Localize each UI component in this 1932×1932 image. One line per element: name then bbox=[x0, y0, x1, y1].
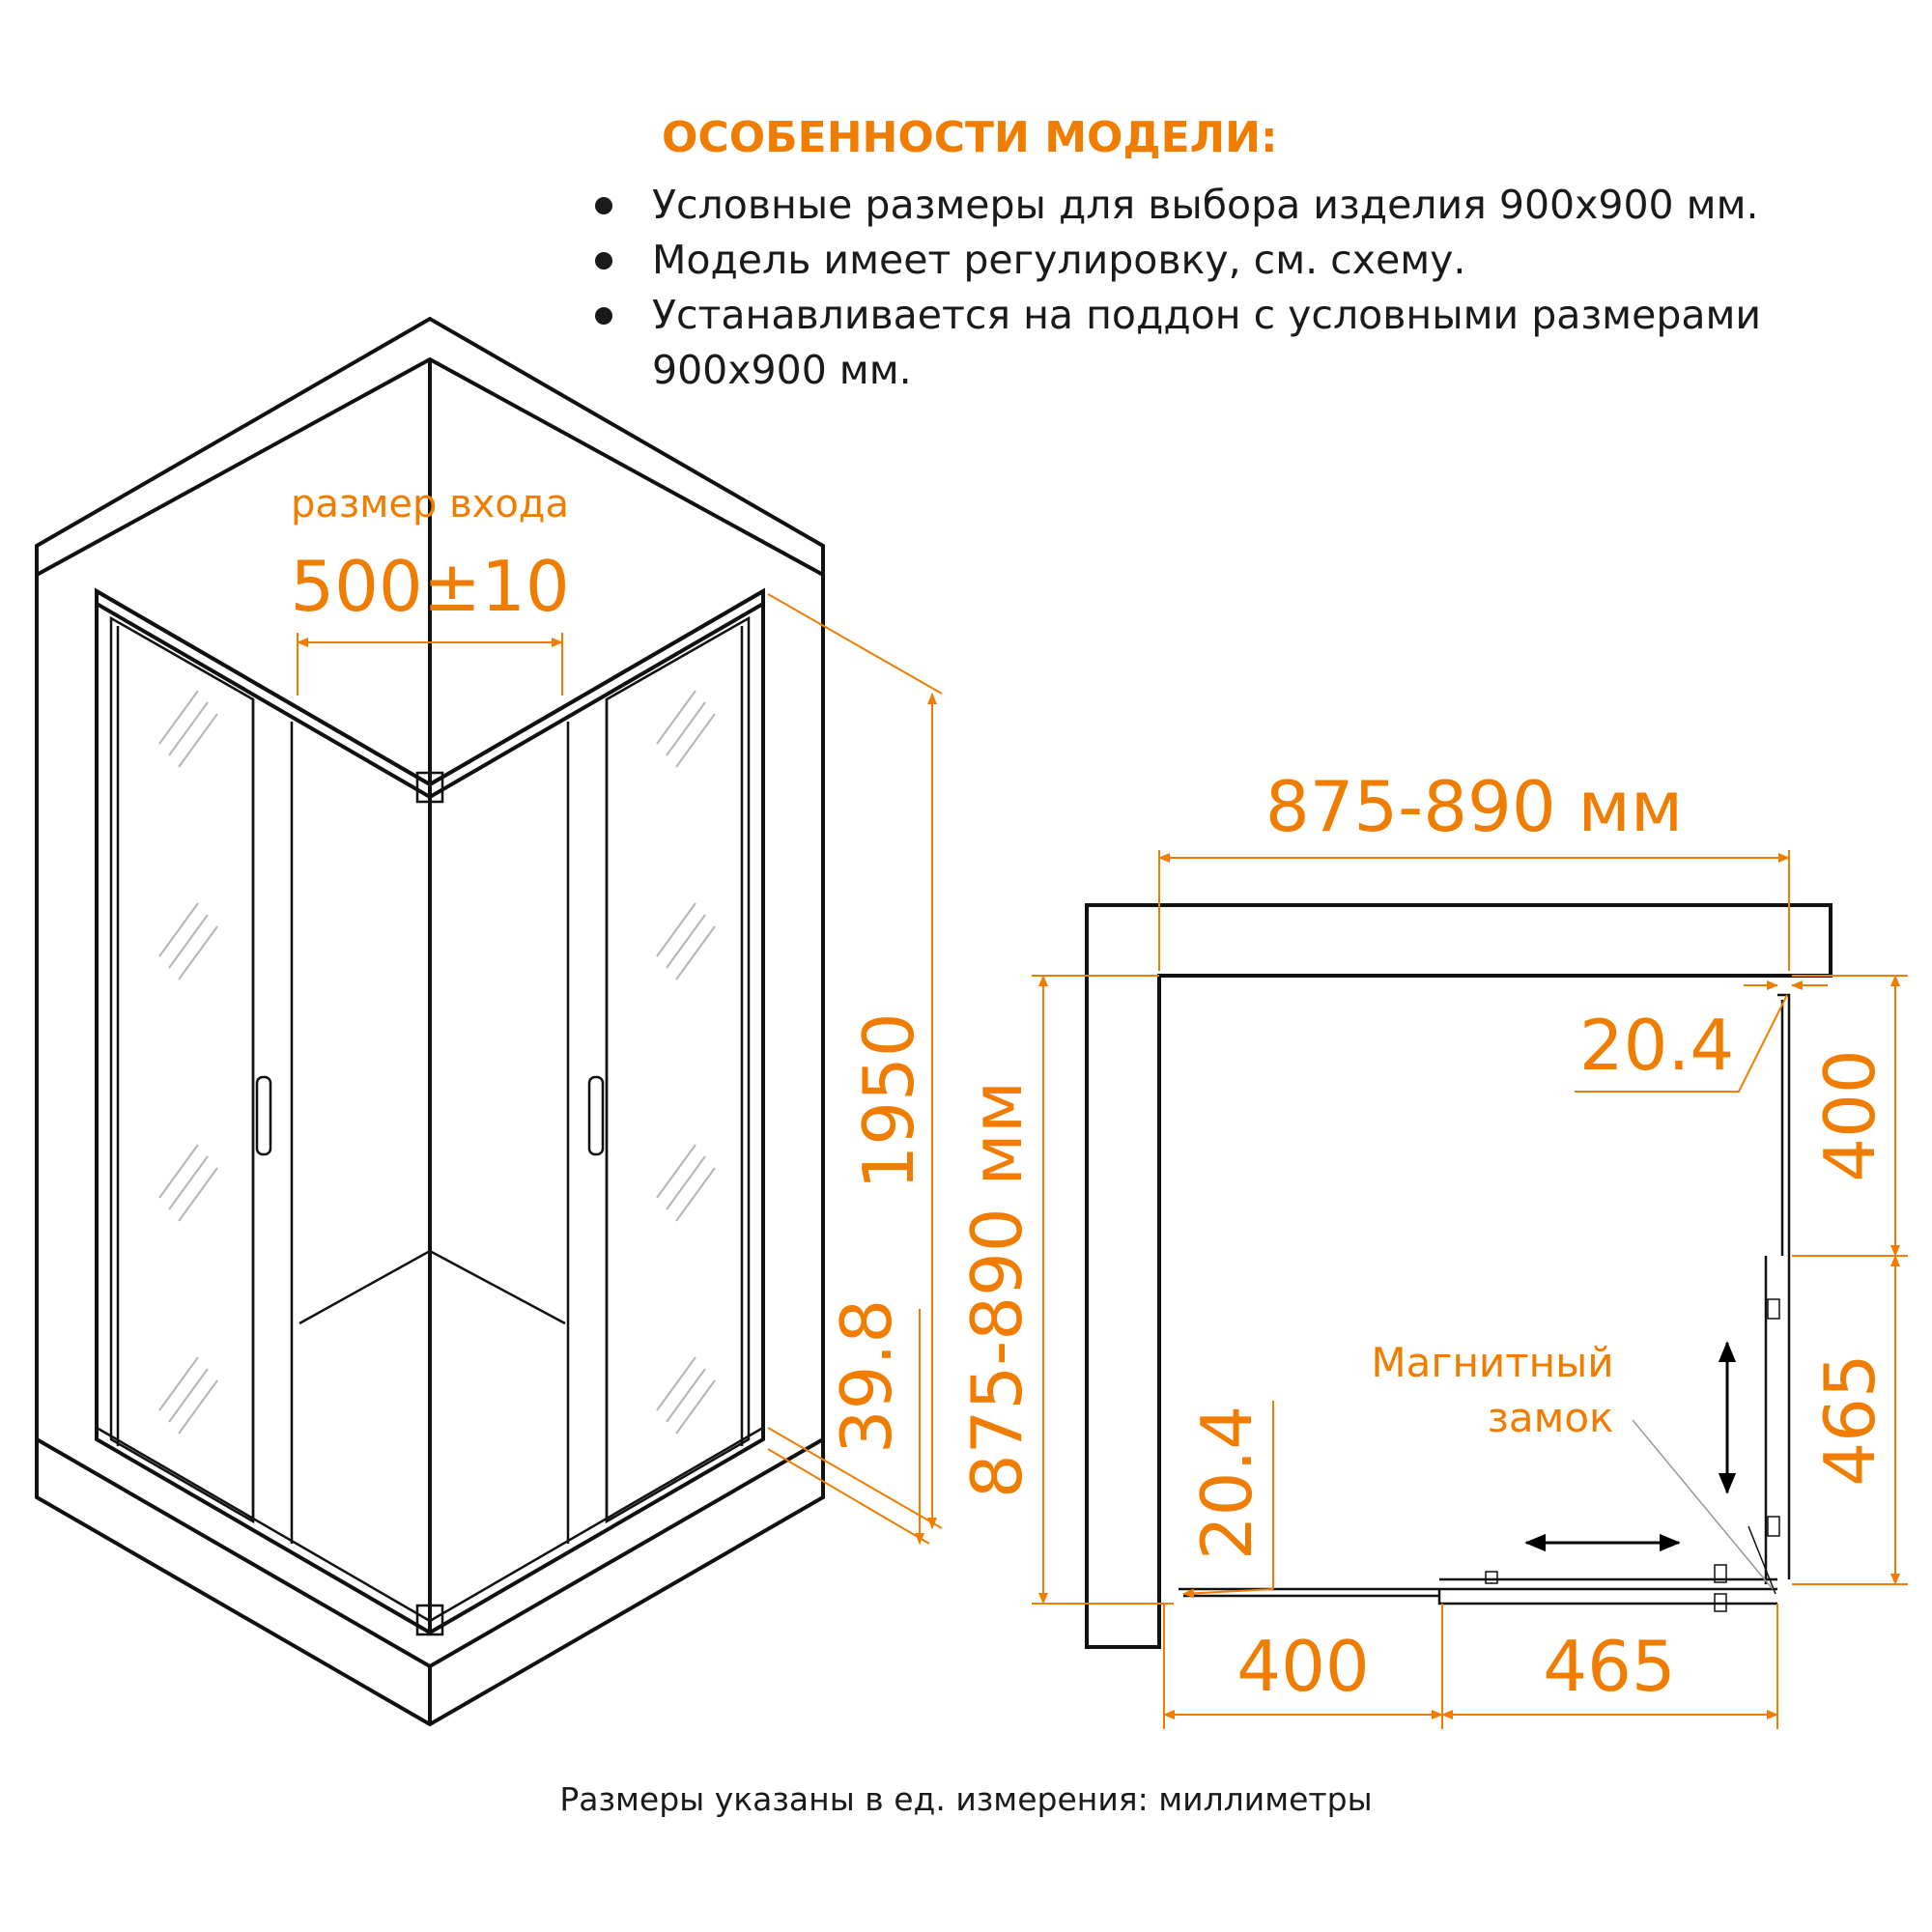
feature-bullet-3: Устанавливается на поддон с условными ра… bbox=[652, 292, 1761, 338]
bullet-dot bbox=[595, 252, 612, 270]
entrance-size-label: размер входа bbox=[291, 482, 569, 526]
right-door-handle bbox=[587, 1075, 605, 1156]
right-upper-value: 400 bbox=[1809, 1049, 1890, 1181]
left-panel-frame bbox=[95, 587, 432, 1636]
plan-fittings bbox=[1485, 1298, 1780, 1612]
magnet-label-line1: Магнитный bbox=[1371, 1339, 1613, 1386]
floor-diamond bbox=[298, 1249, 566, 1325]
bottom-right-value: 465 bbox=[1543, 1626, 1675, 1707]
right-panel-inner bbox=[605, 615, 751, 1524]
left-door-handle bbox=[255, 1075, 272, 1156]
right-panel-frame bbox=[428, 587, 765, 1636]
bottom-left-value: 400 bbox=[1236, 1626, 1369, 1707]
magnet-leader bbox=[1632, 1419, 1774, 1590]
top-width-value: 875-890 мм bbox=[1265, 766, 1683, 847]
height-value: 1950 bbox=[848, 1012, 929, 1189]
plan-view: 875-890 мм 875-890 мм 20.4 400 465 20.4 … bbox=[956, 766, 1908, 1729]
right-lower-value: 465 bbox=[1809, 1353, 1890, 1486]
magnet-label-line2: замок bbox=[1488, 1394, 1614, 1441]
left-door-inner bbox=[116, 626, 294, 1544]
isometric-view: размер входа 500±10 1950 39.8 bbox=[35, 316, 943, 1727]
features-block: ОСОБЕННОСТИ МОДЕЛИ: Условные размеры для… bbox=[595, 113, 1761, 393]
entrance-size-value: 500±10 bbox=[290, 546, 569, 627]
gap-top-value: 20.4 bbox=[1579, 1005, 1734, 1086]
feature-bullet-2: Модель имеет регулировку, см. схему. bbox=[652, 237, 1465, 283]
gap-top-leader bbox=[1575, 994, 1788, 1093]
corner-cap-bottom bbox=[415, 1604, 444, 1636]
height-ext-top bbox=[767, 593, 943, 695]
top-rail bbox=[95, 589, 765, 800]
units-note: Размеры указаны в ед. измерения: миллиме… bbox=[559, 1780, 1372, 1818]
right-door-inner bbox=[566, 626, 744, 1544]
plan-right-panel bbox=[1764, 993, 1791, 1584]
height-ext-bottom bbox=[767, 1427, 943, 1529]
side-width-value: 875-890 мм bbox=[956, 1081, 1037, 1498]
left-panel-inner bbox=[109, 615, 255, 1524]
plan-bottom-panel bbox=[1179, 1577, 1777, 1605]
features-title: ОСОБЕННОСТИ МОДЕЛИ: bbox=[662, 113, 1278, 162]
bullet-dot bbox=[595, 197, 612, 214]
glass-hatching bbox=[158, 690, 716, 1435]
corner-cap-top bbox=[415, 771, 444, 804]
feature-bullet-1: Условные размеры для выбора изделия 900x… bbox=[652, 182, 1759, 228]
offset-ext bbox=[767, 1448, 930, 1545]
gap-left-leader bbox=[1182, 1588, 1274, 1599]
bullet-dot bbox=[595, 307, 612, 325]
bottom-rail bbox=[96, 1426, 764, 1623]
offset-value: 39.8 bbox=[826, 1299, 907, 1454]
feature-bullet-3-continued: 900x900 мм. bbox=[652, 347, 912, 393]
gap-left-value: 20.4 bbox=[1186, 1406, 1267, 1560]
